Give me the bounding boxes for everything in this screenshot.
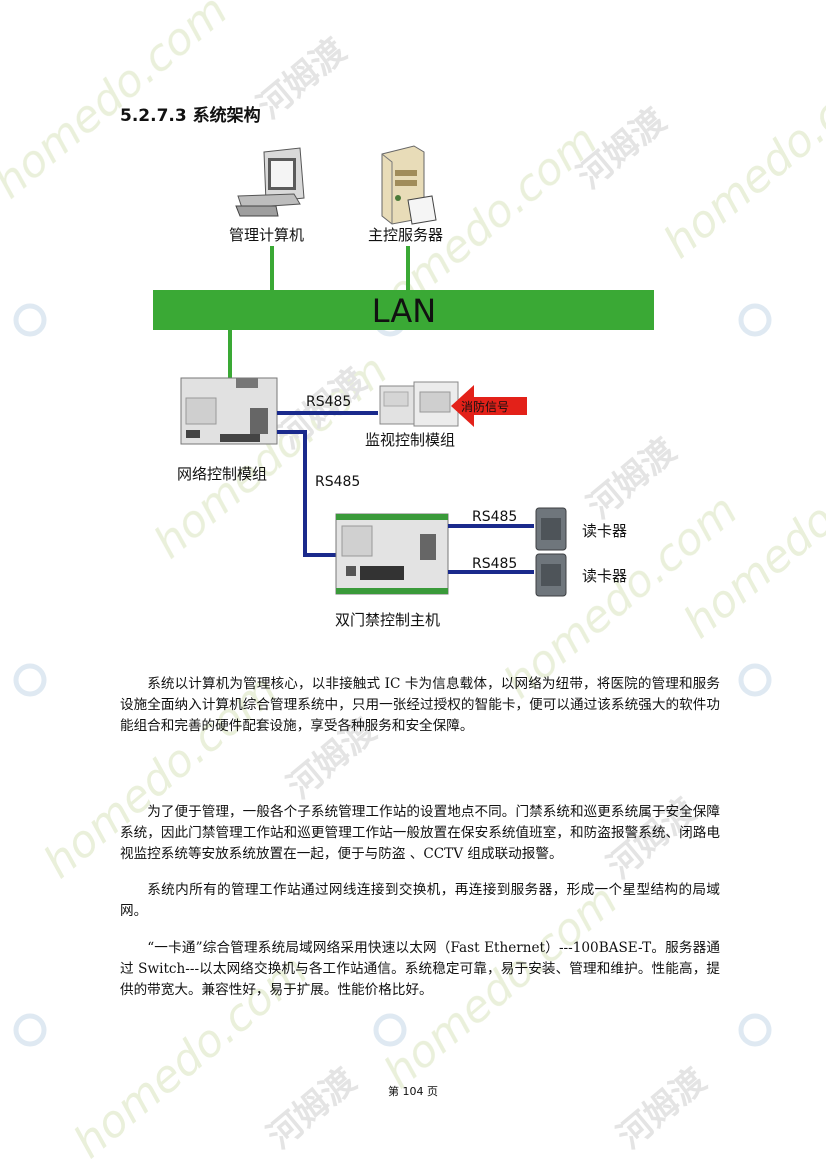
server-icon [381, 145, 437, 225]
lan-bus [153, 290, 654, 330]
rs485-label: RS485 [472, 509, 517, 525]
body-paragraph: 系统内所有的管理工作站通过网线连接到交换机，再连接到服务器，形成一个星型结构的局… [120, 882, 720, 919]
network-control-module-label: 网络控制模组 [177, 465, 267, 483]
double-door-controller-board [335, 513, 449, 595]
watermark-text: 河姆渡 [610, 1061, 714, 1157]
card-reader-icon [535, 553, 567, 597]
rs485-label: RS485 [315, 474, 360, 490]
page-number: 第 104 页 [388, 1085, 438, 1098]
card-reader-icon [535, 507, 567, 551]
flower-mark-icon [738, 1013, 772, 1047]
body-paragraph: “一卡通”综合管理系统局域网络采用快速以太网（Fast Ethernet）---… [120, 940, 720, 998]
watermark-text: 河姆渡 [260, 1061, 364, 1157]
card-reader-label: 读卡器 [582, 567, 627, 585]
fire-signal-arrow [451, 385, 527, 427]
watermark-text: 河姆渡 [250, 31, 354, 127]
card-reader-label: 读卡器 [582, 522, 627, 540]
flower-mark-icon [13, 1013, 47, 1047]
body-paragraph: 系统以计算机为管理核心，以非接触式 IC 卡为信息载体，以网络为纽带，将医院的管… [120, 676, 720, 734]
rs485-label: RS485 [306, 394, 351, 410]
network-control-module-board [180, 377, 278, 445]
section-title: 5.2.7.3 系统架构 [120, 106, 261, 126]
flower-mark-icon [13, 663, 47, 697]
rs485-label: RS485 [472, 556, 517, 572]
monitor-control-module-label: 监视控制模组 [365, 431, 455, 449]
system-architecture-diagram: 管理计算机 主控服务器 LAN 网络控制模组 RS485 监视控制模组 消防信号 [153, 145, 654, 629]
management-computer-label: 管理计算机 [229, 226, 304, 244]
double-door-controller-label: 双门禁控制主机 [335, 611, 440, 629]
fire-signal-label: 消防信号 [461, 399, 509, 414]
flower-mark-icon [373, 1013, 407, 1047]
computer-icon [235, 147, 305, 217]
main-server-label: 主控服务器 [368, 226, 443, 244]
lan-label: LAN [372, 292, 436, 330]
monitor-control-module-board [379, 381, 459, 427]
flower-mark-icon [738, 663, 772, 697]
body-paragraph: 为了便于管理，一般各个子系统管理工作站的设置地点不同。门禁系统和巡更系统属于安全… [120, 804, 720, 862]
